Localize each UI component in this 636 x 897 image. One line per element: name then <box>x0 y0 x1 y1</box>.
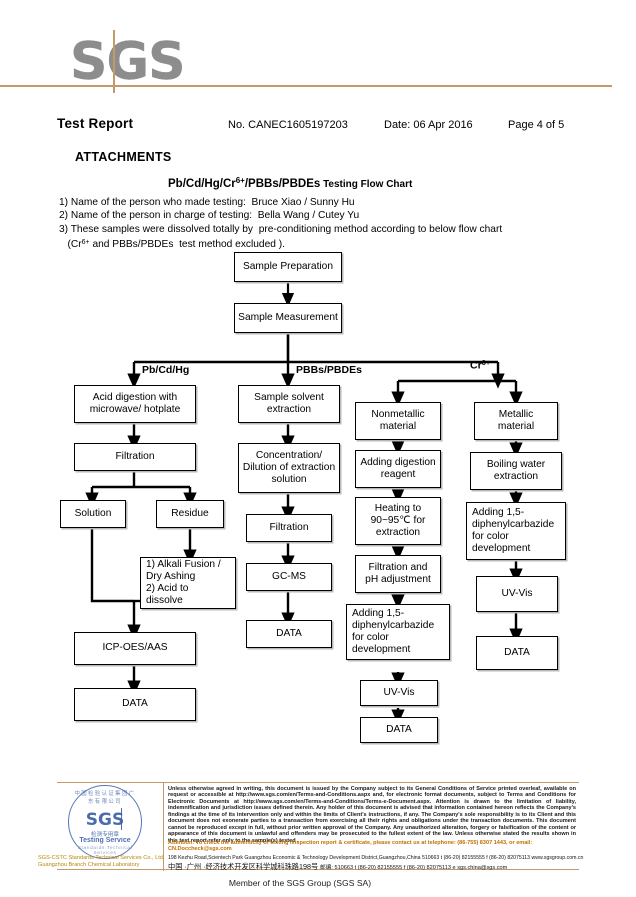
seal-arc-top-text: 中国检验认证集团广东有限公司 <box>74 791 136 805</box>
node-nonmetallic-material: Nonmetallic material <box>355 402 441 440</box>
branch-label-text: Pb/Cd/Hg <box>142 364 190 376</box>
node-sample-preparation: Sample Preparation <box>234 252 342 282</box>
report-date: Date: 06 Apr 2016 <box>384 119 473 131</box>
note-item-3: 3) These samples were dissolved totally … <box>59 223 503 235</box>
header-horizontal-rule <box>0 85 612 87</box>
node-filtration-mid: Filtration <box>246 514 332 542</box>
branch-label-pb-cd-hg: Pb/Cd/Hg <box>142 364 189 376</box>
company-name-line-1: SGS-CSTC Standards Technical Services Co… <box>38 855 165 861</box>
node-solution: Solution <box>60 500 126 528</box>
node-uv-vis-metallic: UV-Vis <box>476 576 558 612</box>
footer-address-chinese-text: 中国 ·广州 ·经济技术开发区科学城科珠路198号 <box>168 862 319 871</box>
chart-title-suffix: Testing Flow Chart <box>323 179 413 190</box>
chart-title-superscript: 6+ <box>235 176 245 185</box>
company-name-line-2: Guangzhou Branch Chemical Laboratory <box>38 862 140 868</box>
sgs-logo-text: SGS <box>70 32 186 92</box>
node-data-metallic: DATA <box>476 636 558 670</box>
seal-service-label: Testing Service <box>79 837 131 844</box>
attachments-heading: ATTACHMENTS <box>75 150 172 164</box>
branch-label-cr6: Cr6+ <box>470 358 490 372</box>
footer-address-chinese-numbers: 邮编: 510663 t (86-20) 82155555 f (86-20) … <box>320 865 508 871</box>
sgs-testing-service-seal: 中国检验认证集团广东有限公司 SGS 检测专用章 Testing Service… <box>62 784 148 870</box>
seal-tick-mark <box>121 808 123 830</box>
footer-address-chinese: 中国 ·广州 ·经济技术开发区科学城科珠路198号 邮编: 510663 t (… <box>168 862 580 873</box>
logo-vertical-rule <box>113 30 115 93</box>
node-uv-vis-nonmetallic: UV-Vis <box>360 680 438 706</box>
node-gc-ms: GC-MS <box>246 563 332 591</box>
footer-top-rule <box>57 782 579 784</box>
node-icp-oes-aas: ICP-OES/AAS <box>74 632 196 665</box>
seal-ring <box>68 785 142 859</box>
page-title: Test Report <box>57 116 134 131</box>
footer-address-english: 198 Kezhu Road,Scientech Park Guangzhou … <box>168 855 584 861</box>
node-metallic-material: Metallic material <box>474 402 558 440</box>
note-item-1: 1) Name of the person who made testing: … <box>59 197 355 208</box>
chart-title-main: Pb/Cd/Hg/Cr <box>168 178 236 190</box>
footer-disclaimer: Unless otherwise agreed in writing, this… <box>168 786 576 844</box>
footer-attention-notice: Attention: To check the authenticity of … <box>168 840 533 853</box>
note-item-2: 2) Name of the person in charge of testi… <box>59 210 360 222</box>
flow-chart-title: Pb/Cd/Hg/Cr6+/PBBs/PBDEs Testing Flow Ch… <box>168 176 412 190</box>
branch-label-text: PBBs/PBDEs <box>296 364 362 376</box>
page-number: Page 4 of 5 <box>508 119 565 131</box>
node-adding-dpc-nonmetallic: Adding 1,5- diphenylcarbazide for color … <box>346 604 450 660</box>
node-data-mid: DATA <box>246 620 332 648</box>
report-header-row: Test Report No. CANEC1605197203 Date: 06… <box>0 116 636 136</box>
node-sample-solvent-extraction: Sample solvent extraction <box>238 385 340 423</box>
seal-arc-bottom-text: Standards Technical Services <box>77 846 133 856</box>
node-adding-digestion-reagent: Adding digestion reagent <box>355 450 441 488</box>
note-item-4: (Cr6+ and PBBs/PBDEs test method exclude… <box>59 239 285 251</box>
branch-label-text: Cr <box>470 359 482 372</box>
node-alkali-fusion: 1) Alkali Fusion / Dry Ashing 2) Acid to… <box>140 557 236 609</box>
node-data-left: DATA <box>74 688 196 721</box>
footer-bottom-rule <box>57 869 579 871</box>
node-filtration-ph-adjustment: Filtration and pH adjustment <box>355 555 441 593</box>
report-number: No. CANEC1605197203 <box>228 119 348 131</box>
footer-member-line: Member of the SGS Group (SGS SA) <box>228 878 372 888</box>
branch-label-pbbs-pbdes: PBBs/PBDEs <box>296 364 362 376</box>
footer-vertical-divider <box>163 783 165 871</box>
node-boiling-water-extraction: Boiling water extraction <box>470 452 562 490</box>
chart-title-rest: /PBBs/PBDEs <box>244 178 321 190</box>
sgs-logo: SGS <box>70 34 190 96</box>
node-sample-measurement: Sample Measurement <box>234 303 342 333</box>
node-filtration-left: Filtration <box>74 443 196 471</box>
node-heating: Heating to 90~95℃ for extraction <box>355 497 441 545</box>
seal-chinese-label: 检测专用章 <box>91 832 119 838</box>
node-concentration-dilution: Concentration/ Dilution of extraction so… <box>238 443 340 493</box>
seal-sgs-text: SGS <box>85 810 125 830</box>
testing-notes: 1) Name of the person who made testing: … <box>59 196 579 252</box>
node-data-nonmetallic: DATA <box>360 717 438 743</box>
node-adding-dpc-metallic: Adding 1,5- diphenylcarbazide for color … <box>466 502 566 560</box>
node-residue: Residue <box>156 500 224 528</box>
node-acid-digestion: Acid digestion with microwave/ hotplate <box>74 385 196 423</box>
branch-label-superscript: 6+ <box>481 358 491 367</box>
